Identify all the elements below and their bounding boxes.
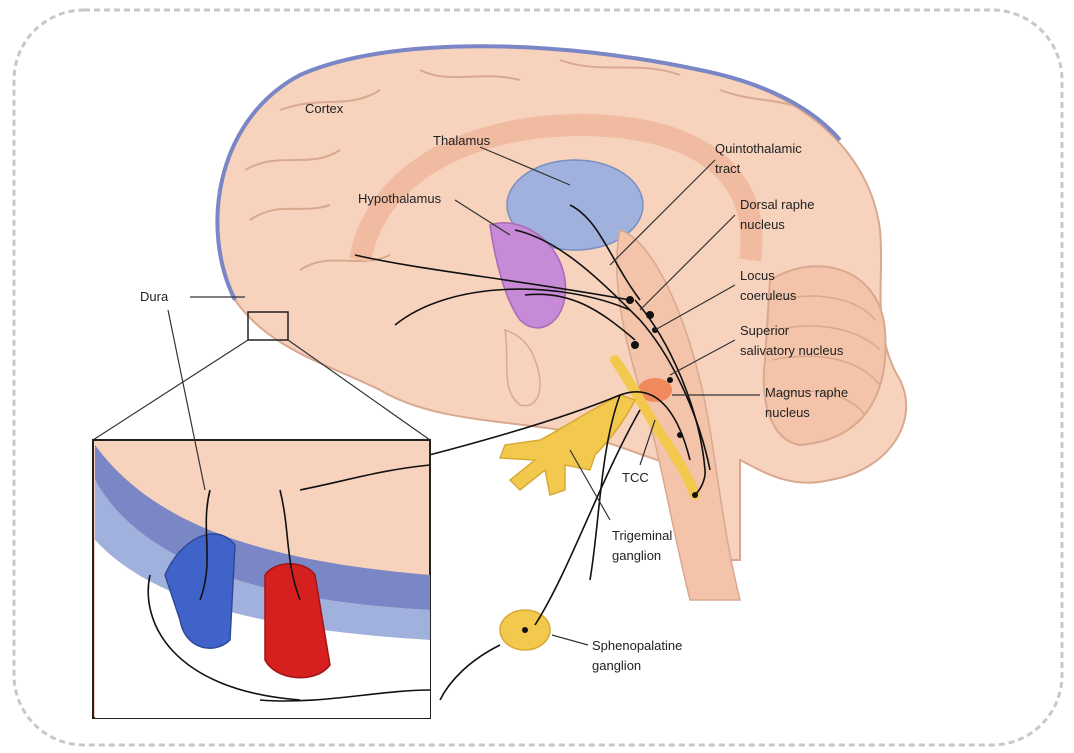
label-dorsal-raphe-2: nucleus (740, 217, 785, 232)
label-hypothalamus: Hypothalamus (358, 191, 442, 206)
label-locus-1: Locus (740, 268, 775, 283)
label-spheno-1: Sphenopalatine (592, 638, 682, 653)
label-tcc: TCC (622, 470, 649, 485)
label-magnus-2: nucleus (765, 405, 810, 420)
label-cortex: Cortex (305, 101, 344, 116)
label-locus-2: coeruleus (740, 288, 797, 303)
label-spheno-2: ganglion (592, 658, 641, 673)
label-trigeminal-1: Trigeminal (612, 528, 672, 543)
label-quintothalamic-2: tract (715, 161, 741, 176)
label-trigeminal-2: ganglion (612, 548, 661, 563)
inset-panel (93, 440, 430, 718)
label-magnus-1: Magnus raphe (765, 385, 848, 400)
label-superior-1: Superior (740, 323, 790, 338)
label-dorsal-raphe-1: Dorsal raphe (740, 197, 814, 212)
label-thalamus: Thalamus (433, 133, 491, 148)
label-dura: Dura (140, 289, 169, 304)
label-quintothalamic-1: Quintothalamic (715, 141, 802, 156)
label-superior-2: salivatory nucleus (740, 343, 844, 358)
